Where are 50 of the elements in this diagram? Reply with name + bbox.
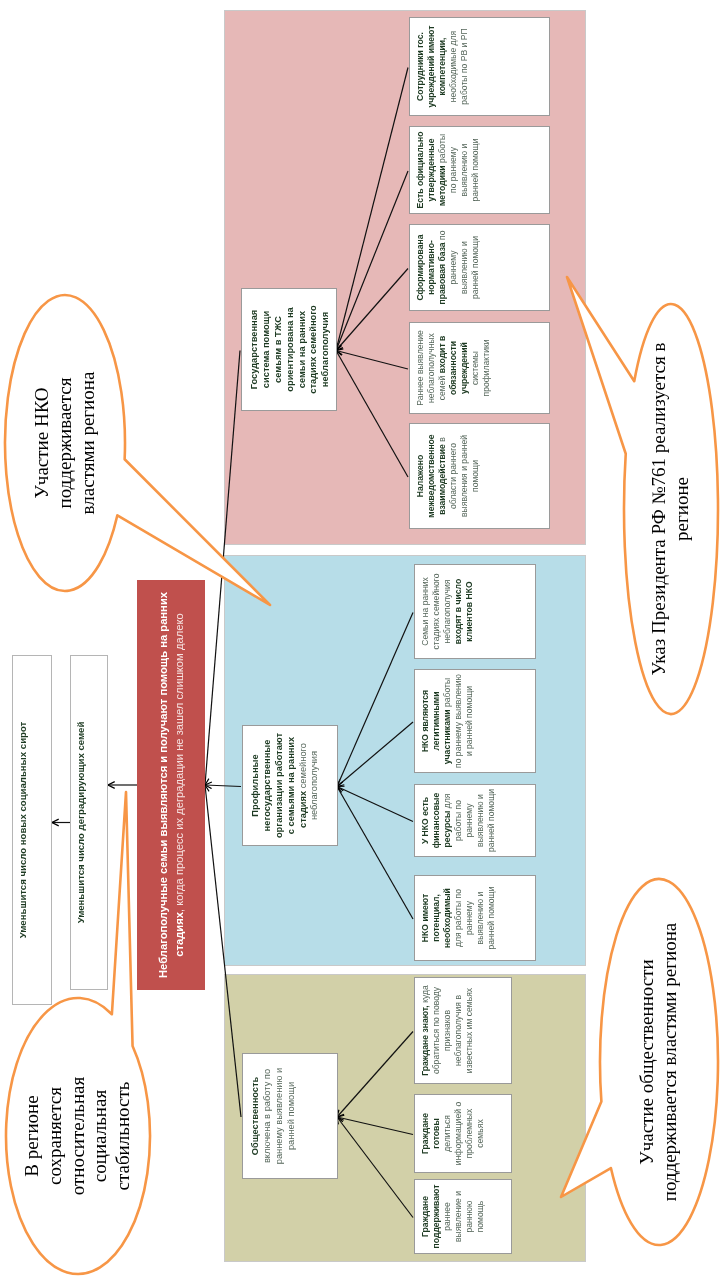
factor-box bbox=[409, 224, 550, 311]
box-text: Уменьшится число новых социальных сирот bbox=[17, 721, 28, 939]
callout-text: В регионе сохраняется относительная социальная стабильность bbox=[21, 1075, 135, 1198]
box-text: Семьи на ранних стадиях семейного неблагополучия входят в число клиентов НКО bbox=[420, 573, 474, 650]
arrow bbox=[335, 348, 409, 370]
box-text: Сотрудники гос. учреждений имеют компетенции, необходимые для работы по РВ и РП bbox=[415, 25, 469, 108]
heading-box bbox=[242, 1053, 338, 1179]
callout-text: Указ Президента РФ №761 реализуется в регионе bbox=[648, 341, 693, 678]
factor-box bbox=[409, 423, 550, 529]
result-box bbox=[137, 580, 205, 990]
arrow bbox=[335, 267, 409, 352]
callout-text: Участие НКО поддерживается властями региона bbox=[30, 370, 99, 517]
arrow bbox=[336, 1116, 414, 1219]
box-text: Сформирована нормативно-правовая база по раннему выявлению и ранней помощи bbox=[415, 230, 480, 305]
box-text: Граждане готовы делиться информацией о проблемных семьях bbox=[420, 1101, 485, 1166]
factor-box bbox=[409, 17, 550, 116]
callout-text: Участие общественности поддерживается властями региона bbox=[636, 921, 681, 1204]
arrow bbox=[51, 818, 71, 827]
arrow bbox=[107, 781, 138, 789]
arrow bbox=[336, 1030, 414, 1118]
box-text: Общественность включена в работу по раннему выявлению и ранней помощи bbox=[250, 1067, 296, 1165]
arrow bbox=[336, 1114, 414, 1136]
outcome-box bbox=[70, 655, 108, 990]
arrow bbox=[336, 721, 414, 788]
factor-box bbox=[414, 564, 536, 659]
factor-box bbox=[414, 1094, 512, 1173]
box-text: Граждане поддерживают раннее выявление и раннюю помощь bbox=[420, 1184, 485, 1249]
arrow bbox=[335, 349, 409, 478]
heading-box bbox=[241, 288, 337, 411]
section-band bbox=[224, 10, 586, 545]
section-band bbox=[224, 555, 586, 966]
box-text: Неблагополучные семьи выявляются и получают помощь на ранних стадиях, когда процесс их деградации не зашел слишком далеко bbox=[155, 591, 186, 980]
factor-box bbox=[414, 977, 512, 1084]
arrow bbox=[336, 611, 414, 788]
arrow bbox=[336, 785, 414, 823]
factor-box bbox=[414, 669, 536, 773]
section-band bbox=[224, 974, 586, 1262]
outcome-box bbox=[12, 655, 52, 1005]
box-text: НКО имеют потенциал, необходимый для работы по раннему выявлению и ранней помощи bbox=[420, 886, 496, 950]
factor-box bbox=[414, 875, 536, 961]
factor-box bbox=[414, 1179, 512, 1254]
factor-box bbox=[414, 784, 536, 857]
arrow bbox=[204, 781, 242, 790]
factor-box bbox=[409, 126, 550, 214]
box-text: Государственная система помощи семьям в ТЖС ориентирована на семьи на ранних стадиях семейного неблагополучия bbox=[249, 305, 331, 394]
factor-box bbox=[409, 322, 550, 414]
arrow bbox=[334, 170, 409, 352]
arrow bbox=[336, 785, 414, 920]
heading-box bbox=[242, 725, 338, 846]
box-text: Уменьшится число деградирующих семей bbox=[75, 721, 86, 924]
